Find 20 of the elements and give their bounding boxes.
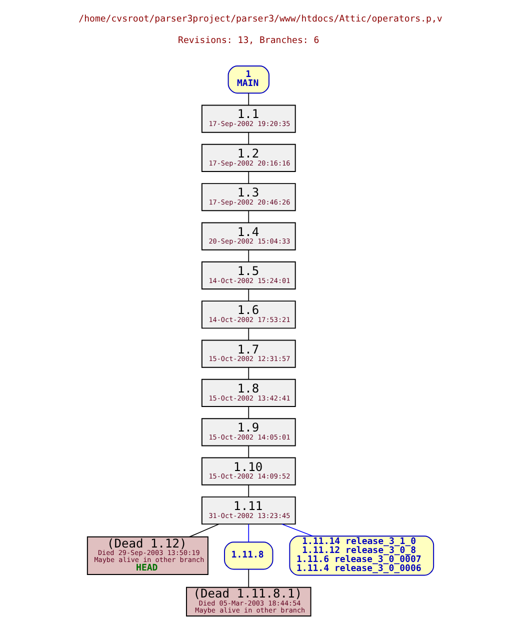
connector (248, 250, 250, 262)
connector (248, 288, 250, 302)
connector (248, 568, 250, 588)
connector (248, 406, 250, 419)
connector (248, 210, 250, 224)
node-box: 1 MAIN (228, 66, 270, 94)
diagram-title: /home/cvsroot/parser3project/parser3/www/htdocs/Attic/operators.p,v (78, 14, 442, 24)
connector (189, 524, 220, 538)
connector (248, 132, 250, 145)
connector (282, 524, 314, 536)
connector (248, 328, 250, 341)
connector (248, 171, 250, 184)
node-box: 1.11.8 (224, 542, 274, 570)
connector (248, 484, 250, 498)
node-box: 1.11.14 release_3_1_0 1.11.12 release_3_0_8 1.11.6 release_3_0_0007 1.11.4 release_3_0_0006 (289, 536, 434, 576)
connector (248, 524, 250, 542)
label: Revisions: 13, Branches: 6 (178, 36, 320, 46)
connector (248, 367, 250, 380)
connector (248, 92, 250, 106)
connector (248, 445, 250, 458)
